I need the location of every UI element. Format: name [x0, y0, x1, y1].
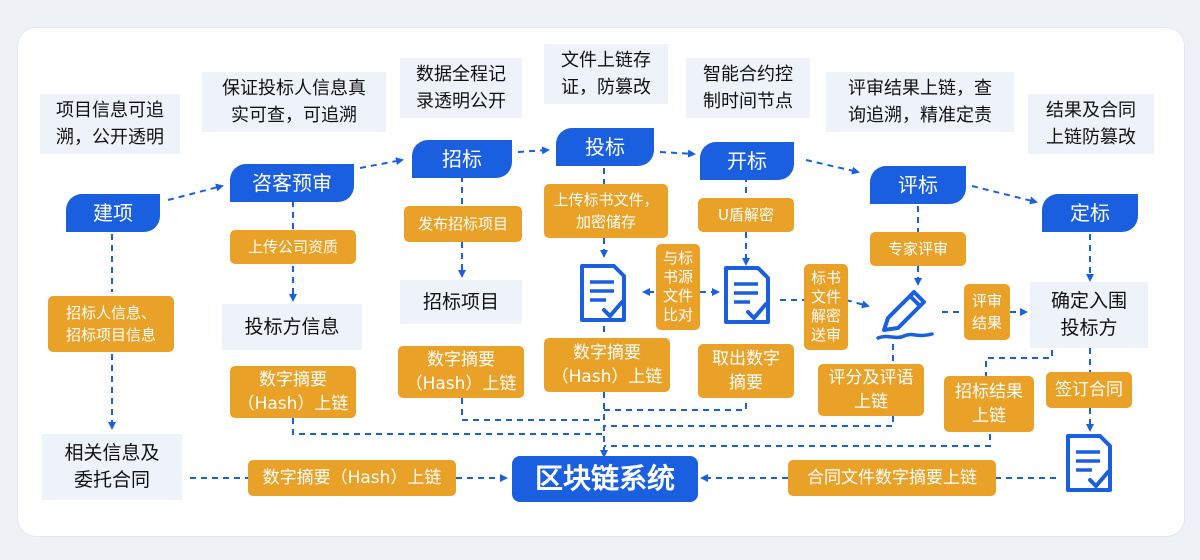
- tag-upload-bid-file: 上传标书文件， 加密储存: [544, 184, 668, 238]
- note-contract-time: 智能合约控 制时间节点: [686, 58, 810, 118]
- note-bidder-info: 保证投标人信息真 实可查，可追溯: [202, 72, 386, 132]
- tag-expert-review: 专家评审: [870, 232, 966, 266]
- stage-toubiao: 投标: [556, 128, 654, 166]
- tag-contract-hash: 合同文件数字摘要上链: [788, 460, 996, 496]
- stage-kaibiao: 开标: [700, 142, 794, 180]
- info-bidder: 投标方信息: [222, 304, 362, 350]
- pen-sign-icon: [876, 290, 934, 340]
- tag-hash-bottom: 数字摘要（Hash）上链: [248, 460, 456, 496]
- tag-score-comment: 评分及评语 上链: [818, 364, 924, 416]
- blockchain-system: 区块链系统: [512, 456, 698, 502]
- tag-hash-project: 数字摘要 （Hash）上链: [398, 346, 524, 398]
- stage-dingbiao: 定标: [1042, 194, 1138, 232]
- note-project: 项目信息可追 溯，公开透明: [40, 94, 180, 154]
- info-confirm-bidder: 确定入围 投标方: [1030, 282, 1148, 348]
- tag-upload-qualification: 上传公司资质: [230, 230, 356, 264]
- note-record: 数据全程记 录透明公开: [400, 58, 522, 118]
- tag-bid-result: 招标结果 上链: [944, 376, 1034, 432]
- info-bid-project: 招标项目: [400, 280, 522, 324]
- tag-extract-hash: 取出数字 摘要: [698, 344, 794, 398]
- document-check-icon: [580, 264, 626, 322]
- stage-zixun-yushen: 咨客预审: [230, 164, 354, 202]
- stage-jianxiang: 建项: [66, 194, 160, 232]
- document-check-icon: [724, 266, 770, 324]
- tag-bidder-project-info: 招标人信息、 招标项目信息: [48, 296, 174, 352]
- stage-pingbiao: 评标: [870, 166, 966, 204]
- note-review-result: 评审结果上链，查 询追溯，精准定责: [826, 72, 1014, 132]
- document-check-icon: [1066, 434, 1112, 492]
- tag-review-result: 评审 结果: [964, 284, 1010, 340]
- tag-decrypt-send: 标书 文件 解密 送审: [804, 264, 848, 350]
- tag-compare-source: 与标 书源 文件 比对: [656, 244, 700, 330]
- tag-hash-bidder: 数字摘要 （Hash）上链: [230, 366, 356, 418]
- info-related-contract: 相关信息及 委托合同: [42, 434, 182, 500]
- note-file-chain: 文件上链存 证，防篡改: [544, 44, 668, 104]
- stage-zhaobiao: 招标: [412, 140, 512, 178]
- note-result-contract: 结果及合同 上链防篡改: [1028, 94, 1154, 154]
- tag-sign-contract: 签订合同: [1046, 372, 1132, 408]
- tag-publish-project: 发布招标项目: [404, 206, 522, 242]
- tag-ushield-decrypt: U盾解密: [698, 198, 794, 232]
- tag-hash-bid: 数字摘要 （Hash）上链: [544, 338, 670, 392]
